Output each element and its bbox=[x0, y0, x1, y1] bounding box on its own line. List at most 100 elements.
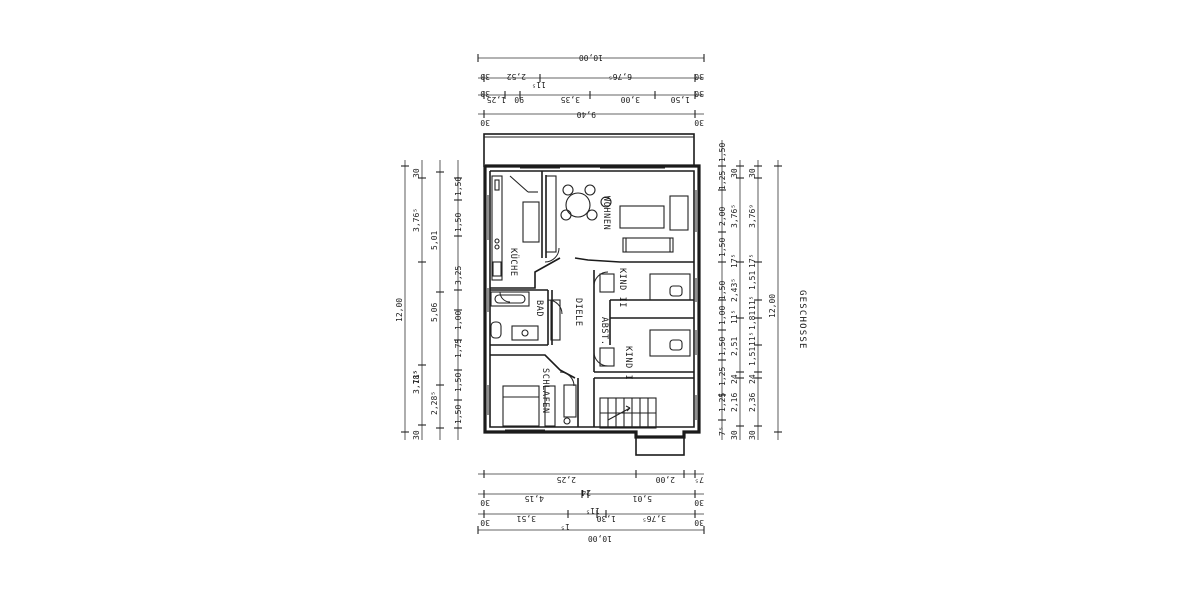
dim-right-inner-8: 30 bbox=[730, 430, 739, 440]
dim-left-open-3: 1,00 bbox=[454, 311, 463, 330]
dim-top-r4-2: 30 bbox=[694, 118, 704, 127]
dim-left-outer-0: 30 bbox=[412, 168, 421, 178]
right-dimensions: 1,50 1,25 2,00 1,50 1,50 1,00 1,50 1,25 … bbox=[718, 140, 782, 440]
dim-right-open-0: 1,50 bbox=[718, 143, 727, 162]
living-furniture bbox=[545, 175, 689, 253]
dim-right-inner-0: 30 bbox=[730, 168, 739, 178]
dim-right-inner-3: 2,43⁵ bbox=[730, 278, 739, 302]
dim-right-outer-1: 3,76⁹ bbox=[748, 204, 757, 228]
dim-bottom-r2-2: 24 bbox=[581, 488, 591, 497]
dim-right-outer-4: 11⁵ bbox=[748, 296, 757, 310]
left-dimensions: 12,00 30 3,76⁵ 11⁵ 3,78⁵ 30 5,01 5,06 2,… bbox=[395, 160, 463, 440]
dim-right-open-9: 7⁵ bbox=[718, 426, 727, 436]
balcony bbox=[483, 133, 695, 167]
dim-right-outer-3: 1,51 bbox=[748, 271, 757, 290]
room-label-kueche: KÜCHE bbox=[508, 248, 519, 277]
dim-right-outer-6: 11⁵ bbox=[748, 332, 757, 346]
dim-left-open-6: 1,50 bbox=[454, 405, 463, 424]
dim-bottom-r3-1: 3,76⁵ bbox=[642, 514, 666, 523]
dim-right-inner-7: 2,16 bbox=[730, 393, 739, 412]
dim-right-inner-6: 24 bbox=[730, 374, 739, 384]
top-dimensions: 10,00 30 6,76⁵ 2,52 11⁵ 30 30 1,50 3,00 … bbox=[477, 53, 705, 127]
floor-label: GESCHOSSE bbox=[797, 290, 807, 350]
dim-bottom-r1-1: 2,00 bbox=[656, 475, 675, 484]
dim-left-outer-4: 30 bbox=[412, 430, 421, 440]
dim-bottom-r2-1: 5,01 bbox=[633, 494, 652, 503]
dim-top-r3-1: 1,50 bbox=[671, 95, 690, 104]
dim-top-r3-3: 3,35 bbox=[561, 95, 580, 104]
dim-bottom-r3-4: 3,51 bbox=[517, 514, 536, 523]
dim-right-outer-5: 1,81 bbox=[748, 311, 757, 330]
dim-right-open-7: 1,25 bbox=[718, 367, 727, 386]
dim-top-r2-2: 2,52 bbox=[507, 72, 526, 81]
interior-walls bbox=[490, 171, 694, 427]
dim-right-inner-1: 3,76⁵ bbox=[730, 204, 739, 228]
dim-right-inner-2: 17⁵ bbox=[730, 254, 739, 268]
dim-left-outer-2: 11⁵ bbox=[412, 370, 421, 384]
dim-left-mid-2: 2,28⁵ bbox=[430, 391, 439, 415]
dim-bottom-r3-6: 30 bbox=[694, 518, 704, 527]
room-label-abst: ABST. bbox=[599, 317, 609, 346]
dim-top-r3-6: 30 bbox=[694, 89, 704, 98]
child-rooms-furniture bbox=[599, 273, 691, 367]
dim-left-outer-3: 3,78⁵ bbox=[412, 370, 421, 394]
dim-right-open-2: 2,00 bbox=[718, 207, 727, 226]
dim-top-r3-0: 30 bbox=[480, 89, 490, 98]
room-label-diele: DIELE bbox=[573, 298, 583, 327]
dim-top-overall: 10,00 bbox=[579, 53, 603, 62]
windows bbox=[487, 167, 697, 431]
dim-top-r3-2: 3,00 bbox=[621, 95, 640, 104]
kitchen-furniture bbox=[491, 175, 540, 281]
room-label-schlafen: SCHLAFEN bbox=[540, 368, 550, 414]
dim-right-open-8: 1,25 bbox=[718, 393, 727, 412]
dim-top-r2-1: 6,76⁵ bbox=[608, 72, 632, 81]
dim-top-r4-0: 30 bbox=[480, 118, 490, 127]
dim-left-open-2: 3,25 bbox=[454, 266, 463, 285]
dim-right-inner-5: 2,51 bbox=[730, 337, 739, 356]
staircase bbox=[599, 397, 657, 429]
room-label-bad: BAD bbox=[534, 300, 544, 317]
dim-top-r4-1: 9,40 bbox=[577, 110, 596, 119]
dim-right-open-6: 1,50 bbox=[718, 337, 727, 356]
dim-left-open-0: 1,50 bbox=[454, 177, 463, 196]
dim-right-open-4: 1,50 bbox=[718, 238, 727, 257]
outer-walls bbox=[483, 164, 701, 456]
dim-top-r2-3: 11⁵ bbox=[532, 80, 546, 89]
room-label-kind2: KIND II bbox=[617, 268, 627, 308]
dim-bottom-r2-3: 4,15 bbox=[525, 494, 544, 503]
dim-bottom-r1-2: 2,25 bbox=[557, 475, 576, 484]
dim-left-mid-1: 5,06 bbox=[430, 303, 439, 322]
dim-left-overall: 12,00 bbox=[395, 298, 404, 322]
dim-left-outer-1: 3,76⁵ bbox=[412, 208, 421, 232]
dim-right-outer-10: 30 bbox=[748, 430, 757, 440]
bedroom-furniture bbox=[502, 384, 577, 427]
dim-left-open-5: 1,50 bbox=[454, 373, 463, 392]
dim-right-outer-8: 24 bbox=[748, 374, 757, 384]
room-labels: WOHNEN KÜCHE BAD DIELE ABST. KIND II KIN… bbox=[508, 196, 807, 414]
dim-bottom-r1-0: 7⁵ bbox=[694, 475, 704, 484]
dim-left-mid-0: 5,01 bbox=[430, 231, 439, 250]
dim-top-r3-5: 1,25 bbox=[487, 95, 506, 104]
bottom-dimensions: 7⁵ 2,00 2,25 30 5,01 24 4,15 30 30 3,76⁵… bbox=[477, 470, 705, 543]
dim-bottom-r3-0: 30 bbox=[480, 518, 490, 527]
dim-right-outer-9: 2,36 bbox=[748, 393, 757, 412]
dim-bottom-r2-4: 30 bbox=[694, 498, 704, 507]
room-label-kind1: KIND I bbox=[623, 346, 633, 380]
dim-right-outer-0: 30 bbox=[748, 168, 757, 178]
dim-right-open-1: 1,25 bbox=[718, 171, 727, 190]
dim-right-overall: 12,00 bbox=[768, 294, 777, 318]
dim-top-r2-4: 30 bbox=[694, 72, 704, 81]
dim-right-open-3: 1,50 bbox=[718, 281, 727, 300]
dim-left-open-1: 1,50 bbox=[454, 213, 463, 232]
dim-right-outer-2: 17⁵ bbox=[748, 254, 757, 268]
dim-bottom-r2-0: 30 bbox=[480, 498, 490, 507]
dim-bottom-r3-2: 1,30 bbox=[597, 514, 616, 523]
bath-furniture bbox=[490, 291, 561, 341]
dim-top-r2-0: 30 bbox=[480, 72, 490, 81]
dim-right-inner-4: 11⁵ bbox=[730, 310, 739, 324]
room-label-wohnen: WOHNEN bbox=[601, 196, 611, 230]
dim-top-r3-4: 90 bbox=[514, 95, 524, 104]
dim-bottom-r3-3: 11⁵ bbox=[586, 506, 600, 515]
